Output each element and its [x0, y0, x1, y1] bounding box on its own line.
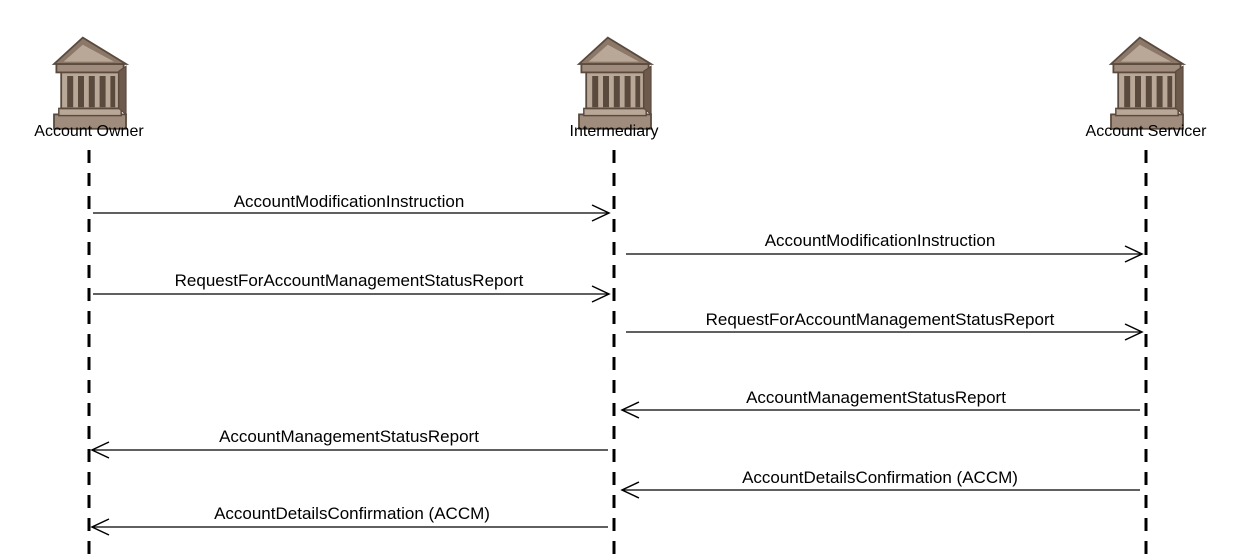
- bank-building-icon: [578, 36, 652, 130]
- actor-intermediary: Intermediary: [570, 36, 659, 557]
- arrow-left-icon: [620, 481, 640, 499]
- message-account-modification-instruction-1: AccountModificationInstruction: [93, 192, 611, 222]
- message-status-report-2: AccountManagementStatusReport: [90, 427, 608, 459]
- actor-label-intermediary: Intermediary: [570, 123, 659, 140]
- message-label: AccountDetailsConfirmation (ACCM): [214, 504, 490, 523]
- arrow-right-icon: [591, 285, 611, 303]
- arrow-left-icon: [90, 441, 110, 459]
- message-label: AccountManagementStatusReport: [746, 388, 1006, 407]
- message-status-report-1: AccountManagementStatusReport: [620, 388, 1140, 419]
- arrow-right-icon: [591, 204, 611, 222]
- message-label: AccountModificationInstruction: [765, 231, 996, 250]
- message-label: AccountModificationInstruction: [234, 192, 465, 211]
- arrow-right-icon: [1124, 323, 1144, 341]
- bank-building-icon: [53, 36, 127, 130]
- message-request-status-report-1: RequestForAccountManagementStatusReport: [93, 271, 611, 303]
- actor-label-account-servicer: Account Servicer: [1086, 123, 1208, 140]
- message-account-details-confirmation-1: AccountDetailsConfirmation (ACCM): [620, 468, 1140, 499]
- arrow-left-icon: [90, 518, 110, 536]
- actor-account-servicer: Account Servicer: [1086, 36, 1208, 557]
- arrow-right-icon: [1124, 245, 1144, 263]
- message-label: RequestForAccountManagementStatusReport: [706, 310, 1055, 329]
- message-label: RequestForAccountManagementStatusReport: [175, 271, 524, 290]
- bank-building-icon: [1110, 36, 1184, 130]
- arrow-left-icon: [620, 401, 640, 419]
- message-request-status-report-2: RequestForAccountManagementStatusReport: [626, 310, 1144, 341]
- message-account-modification-instruction-2: AccountModificationInstruction: [626, 231, 1144, 263]
- message-label: AccountManagementStatusReport: [219, 427, 479, 446]
- message-account-details-confirmation-2: AccountDetailsConfirmation (ACCM): [90, 504, 608, 536]
- actor-label-account-owner: Account Owner: [34, 123, 144, 140]
- actor-account-owner: Account Owner: [34, 36, 144, 557]
- message-label: AccountDetailsConfirmation (ACCM): [742, 468, 1018, 487]
